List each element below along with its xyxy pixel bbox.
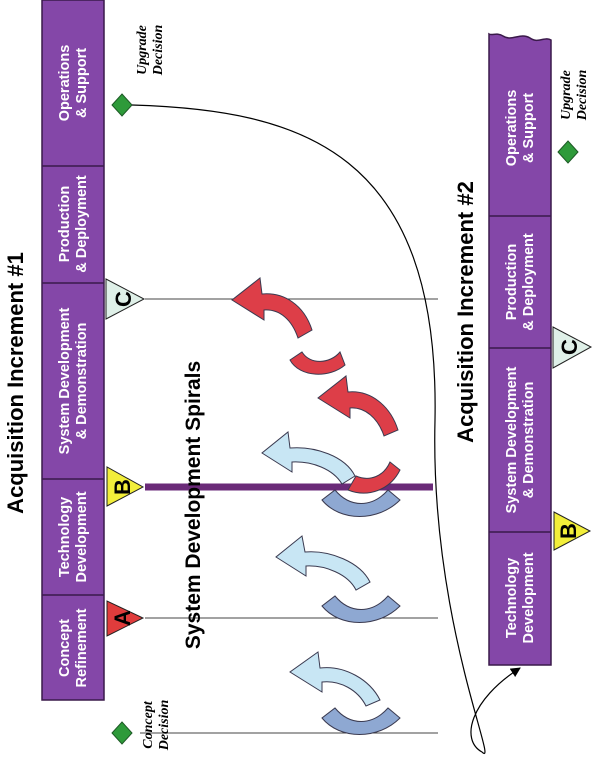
increment2-phase-column: Technology Development System Developmen… xyxy=(488,32,552,666)
phase-label-line2: Development xyxy=(74,491,90,582)
spirals-title: System Development Spirals xyxy=(182,361,205,649)
phase-label-line2: Refinement xyxy=(74,608,90,687)
phase-label-line1: Concept xyxy=(57,619,73,677)
phase-label-line2: & Deployment xyxy=(74,175,90,273)
increment-flow-line xyxy=(131,104,521,755)
increment2-title: Acquisition Increment #2 xyxy=(453,181,478,443)
spiral-arc-blue xyxy=(321,707,401,735)
phase2-production-deployment[interactable]: Production & Deployment xyxy=(504,233,537,331)
phase-label-line2: & Deployment xyxy=(521,233,537,331)
concept-decision-line1: Concept xyxy=(141,700,156,749)
milestone2-b-label: B xyxy=(556,523,581,539)
upgrade2-decision-line1: Upgrade xyxy=(559,70,574,120)
increment1-phase-column: Concept Refinement Technology Developmen… xyxy=(41,0,105,701)
phase-label-line1: System Development xyxy=(504,367,520,514)
upgrade-decision-diamond xyxy=(111,93,133,117)
phase-label-line1: System Development xyxy=(57,308,73,455)
development-spirals xyxy=(231,277,401,735)
concept-decision-label: Concept Decision xyxy=(141,700,172,752)
upgrade-decision-line1: Upgrade xyxy=(135,25,150,75)
increment1-column-bg xyxy=(41,0,105,701)
phase-label-line2: Development xyxy=(521,552,537,643)
milestone2-c-label: C xyxy=(557,339,582,355)
spiral-arc-red xyxy=(231,277,313,339)
spiral-arc-light xyxy=(261,431,356,485)
spiral-arc-red xyxy=(317,375,399,437)
spiral-arc-red xyxy=(347,461,401,494)
phase2-system-development-demonstration[interactable]: System Development & Demonstration xyxy=(504,367,537,514)
increment2-column-bg xyxy=(488,32,552,666)
phase-operations-support[interactable]: Operations & Support xyxy=(57,45,90,122)
spiral-arc-blue xyxy=(321,595,401,623)
milestone2-c: C xyxy=(552,326,593,369)
milestone-a: A xyxy=(106,600,145,637)
milestone2-b: B xyxy=(553,511,592,551)
phase-label-line2: & Demonstration xyxy=(74,323,90,440)
phase-label-line1: Operations xyxy=(57,45,73,122)
phase-system-development-demonstration[interactable]: System Development & Demonstration xyxy=(57,308,90,455)
phase-label-line2: & Support xyxy=(74,48,90,118)
upgrade2-decision-line2: Decision xyxy=(575,70,590,122)
upgrade-decision-label: Upgrade Decision xyxy=(135,25,166,77)
upgrade2-decision-label: Upgrade Decision xyxy=(559,70,590,122)
milestone-b: B xyxy=(106,466,145,507)
phase2-operations-support[interactable]: Operations & Support xyxy=(504,90,537,167)
phase-concept-refinement[interactable]: Concept Refinement xyxy=(57,608,90,687)
reference-lines xyxy=(140,298,438,734)
phase-production-deployment[interactable]: Production & Deployment xyxy=(57,175,90,273)
phase-label-line2: & Support xyxy=(521,93,537,163)
concept-decision-diamond xyxy=(111,721,133,745)
concept-decision-line2: Decision xyxy=(157,700,172,752)
upgrade2-decision-diamond xyxy=(557,140,579,164)
spiral-arc-light xyxy=(275,535,371,591)
phase-label-line1: Production xyxy=(504,244,520,321)
phase2-technology-development[interactable]: Technology Development xyxy=(504,552,537,643)
spiral-arc-red xyxy=(289,351,346,375)
phase-label-line1: Technology xyxy=(57,497,73,577)
upgrade-decision-line2: Decision xyxy=(151,25,166,77)
spiral-arc-light xyxy=(289,651,381,707)
milestone-c: C xyxy=(105,278,146,320)
phase-label-line1: Operations xyxy=(504,90,520,167)
phase-label-line1: Production xyxy=(57,186,73,263)
phase-label-line2: & Demonstration xyxy=(521,382,537,499)
milestone-b-label: B xyxy=(110,479,135,495)
milestone-c-label: C xyxy=(111,291,136,307)
spiral-arc-blue xyxy=(321,489,401,517)
milestone-a-label: A xyxy=(110,610,135,626)
increment1-title: Acquisition Increment #1 xyxy=(3,252,28,514)
phase-label-line1: Technology xyxy=(504,558,520,638)
phase-technology-development[interactable]: Technology Development xyxy=(57,491,90,582)
